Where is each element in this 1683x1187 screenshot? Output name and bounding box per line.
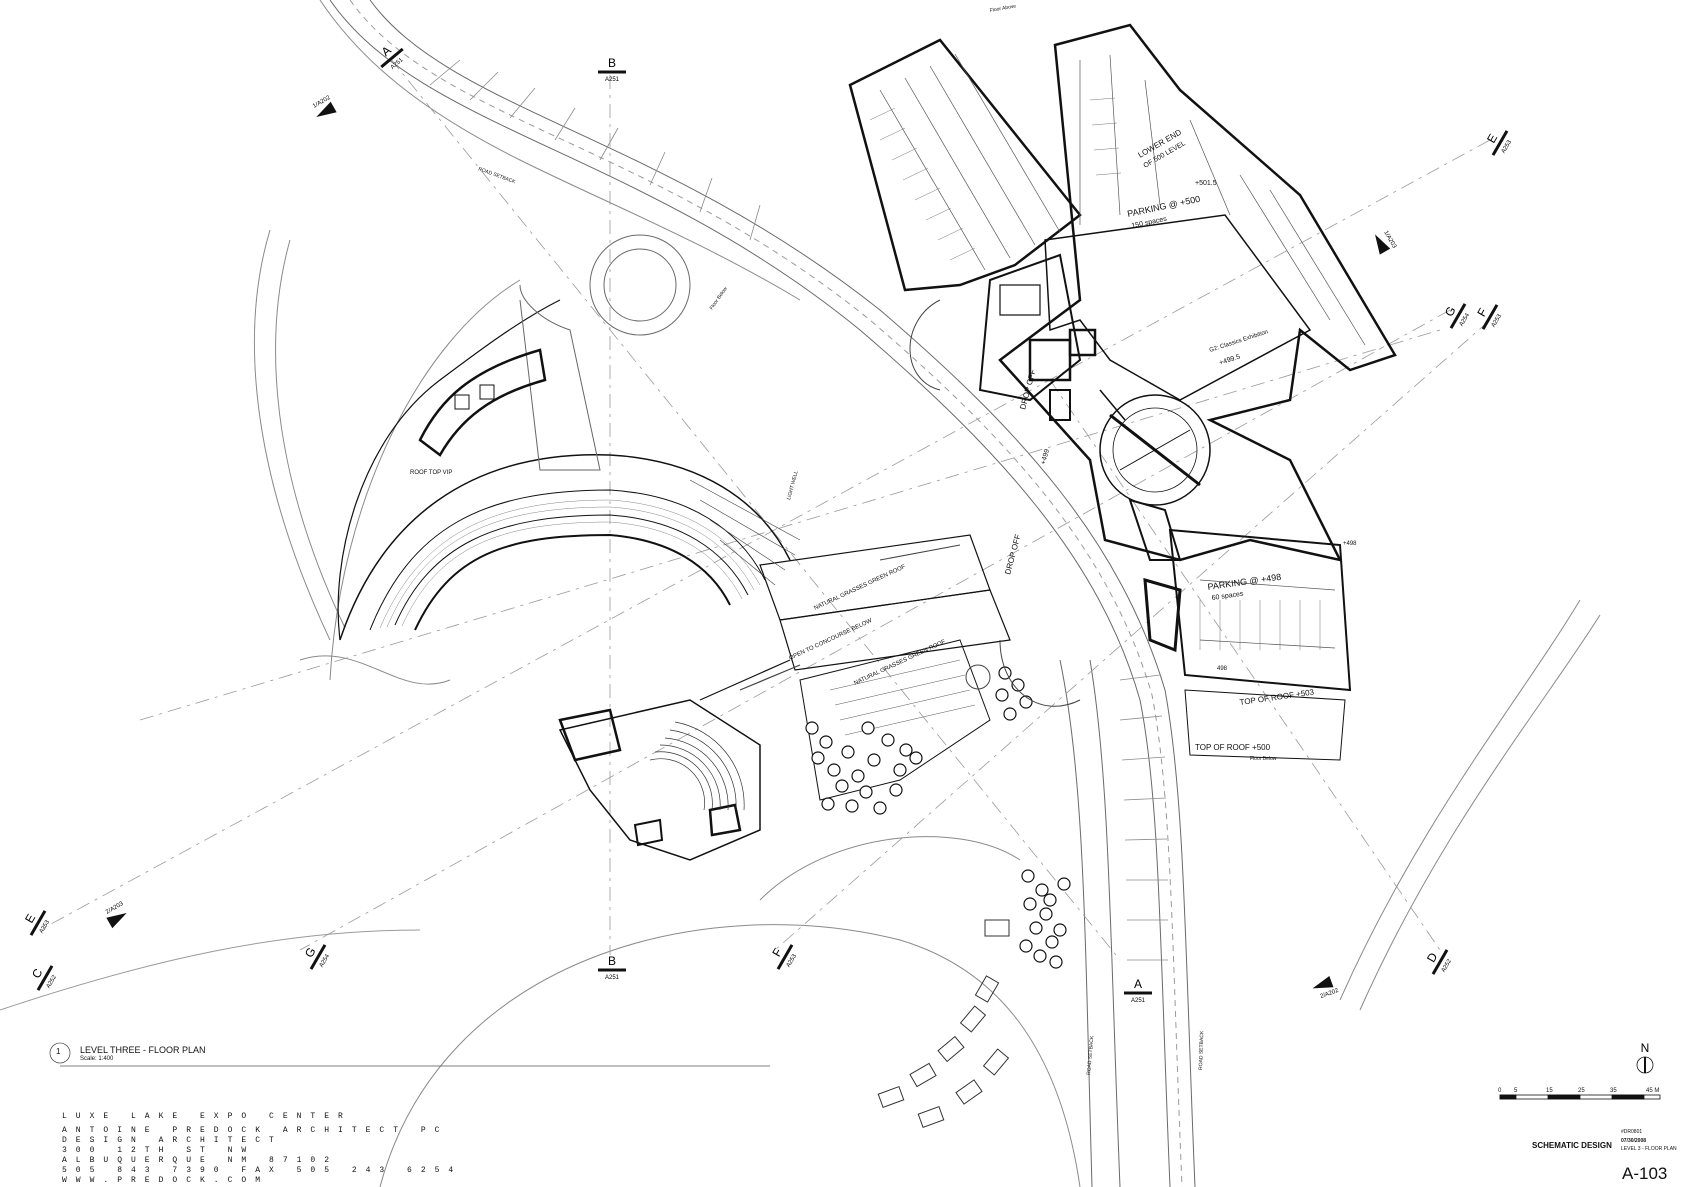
svg-text:2/A202: 2/A202 bbox=[1320, 988, 1341, 1000]
svg-text:E: E bbox=[1484, 132, 1500, 146]
svg-text:A251: A251 bbox=[605, 975, 620, 981]
drawing-title: LEVEL THREE - FLOOR PLAN bbox=[80, 1045, 206, 1055]
label-road-setback-2: ROAD SETBACK bbox=[1086, 1035, 1095, 1075]
svg-text:15: 15 bbox=[1546, 1088, 1553, 1094]
sheet-number: A-103 bbox=[1622, 1164, 1668, 1183]
section-marker-b-bottom: B A251 bbox=[598, 954, 626, 981]
drawing-number: 1 bbox=[56, 1047, 61, 1056]
section-marker-f-left: F A253 bbox=[769, 944, 798, 970]
scale-bar bbox=[1499, 1094, 1661, 1100]
job-number: #DR0801 bbox=[1621, 1129, 1643, 1135]
svg-text:A251: A251 bbox=[1131, 998, 1146, 1004]
svg-text:B: B bbox=[608, 56, 616, 70]
section-marker-g-left: G A254 bbox=[302, 944, 331, 970]
label-drop-off-2: DROP OFF bbox=[1003, 533, 1022, 575]
svg-text:45 M: 45 M bbox=[1646, 1088, 1659, 1094]
label-classics-exhibition: G2: Classics Exhibition bbox=[1209, 329, 1269, 354]
label-light-well: LIGHT WELL bbox=[786, 470, 800, 500]
scale-bar-ticks: 0 5 15 25 35 45 M bbox=[1498, 1088, 1659, 1094]
svg-text:2/A203: 2/A203 bbox=[105, 901, 125, 916]
north-arrow: N bbox=[1636, 1041, 1654, 1074]
label-elev-498: +498 bbox=[1343, 541, 1357, 547]
sheet-description: LEVEL 3 - FLOOR PLAN bbox=[1621, 1146, 1677, 1152]
stadium-crescent bbox=[337, 284, 801, 641]
label-floor-below-2: Floor Below bbox=[1250, 756, 1277, 762]
terrace-blocks bbox=[877, 919, 1010, 1128]
svg-text:25: 25 bbox=[1578, 1088, 1585, 1094]
office-block: LUXE LAKE EXPO CENTER ANTOINE PREDOCK AR… bbox=[62, 1112, 462, 1186]
section-marker-g-right: G A254 bbox=[1442, 303, 1471, 329]
drawing-scale: Scale: 1:400 bbox=[80, 1056, 114, 1062]
label-parking-top-count: 150 spaces bbox=[1131, 216, 1168, 230]
office-phone: 505 843 7390 FAX 505 243 6254 bbox=[62, 1166, 463, 1175]
label-elev-499-5: +499.5 bbox=[1218, 354, 1241, 367]
north-arrow-label: N bbox=[1641, 1041, 1650, 1055]
section-marker-e-left: E A253 bbox=[22, 910, 51, 936]
label-top-of-roof-1: TOP OF ROOF +503 bbox=[1239, 688, 1315, 707]
office-web: WWW.PREDOCK.COM bbox=[62, 1176, 270, 1185]
office-city: ALBUQUERQUE NM 87102 bbox=[62, 1156, 339, 1165]
label-drop-off-1: DROP OFF bbox=[1018, 368, 1037, 410]
building-core bbox=[978, 253, 1211, 653]
status-label: SCHEMATIC DESIGN bbox=[1532, 1141, 1612, 1150]
label-road-setback-3: ROAD SETBACK bbox=[1198, 1030, 1205, 1070]
amphitheater bbox=[558, 699, 761, 861]
parking-structure bbox=[848, 23, 1397, 650]
plaza-features bbox=[909, 299, 1081, 707]
drawing-date: 07/30/2008 bbox=[1621, 1138, 1647, 1144]
label-elev-499: +499 bbox=[1040, 448, 1051, 465]
svg-text:A251: A251 bbox=[605, 77, 620, 83]
svg-text:E: E bbox=[22, 912, 38, 926]
svg-text:35: 35 bbox=[1610, 1088, 1617, 1094]
label-roof-top-vip: ROOF TOP VIP bbox=[410, 470, 452, 476]
svg-text:A: A bbox=[1134, 977, 1142, 991]
label-elev-498b: 498 bbox=[1217, 666, 1228, 672]
section-marker-f-right: F A253 bbox=[1474, 304, 1503, 330]
section-marker-e-right: E A253 bbox=[1484, 130, 1513, 156]
section-marker-c: C A252 bbox=[29, 965, 58, 991]
section-lines bbox=[39, 57, 1491, 961]
label-floor-above: Floor Above bbox=[989, 3, 1017, 14]
label-road-setback-1: ROAD SETBACK bbox=[477, 166, 516, 185]
concourse-bridge bbox=[699, 534, 1011, 701]
elevation-arrow-left: 2/A203 bbox=[105, 901, 127, 929]
svg-text:0: 0 bbox=[1498, 1088, 1502, 1094]
plan-labels: PARKING @ +500 150 spaces PARKING @ +498… bbox=[410, 3, 1357, 1075]
label-natural-grasses-1: NATURAL GRASSES GREEN ROOF bbox=[813, 564, 906, 612]
office-address: 300 12TH ST NW bbox=[62, 1146, 256, 1155]
label-floor-below-1: Floor Below bbox=[709, 286, 729, 311]
label-open-concourse: OPEN TO CONCOURSE BELOW bbox=[788, 618, 873, 662]
green-roof bbox=[799, 639, 991, 801]
tree-clusters bbox=[805, 666, 1071, 969]
elevation-arrow-top-left: 1/A202 bbox=[312, 95, 337, 117]
elevation-arrow-right: 1/A203 bbox=[1375, 230, 1397, 255]
label-parking-right: PARKING @ +498 bbox=[1207, 572, 1282, 592]
svg-text:F: F bbox=[1474, 306, 1490, 319]
svg-text:B: B bbox=[608, 954, 616, 968]
office-project: LUXE LAKE EXPO CENTER bbox=[62, 1112, 352, 1121]
road-parking-stalls bbox=[429, 59, 1168, 961]
section-marker-a-bottom: A A251 bbox=[1124, 977, 1152, 1004]
title-block-frame bbox=[49, 1042, 770, 1067]
label-top-of-roof-2: TOP OF ROOF +500 bbox=[1195, 743, 1271, 752]
office-role: DESIGN ARCHITECT bbox=[62, 1136, 283, 1145]
parking-lower-right bbox=[1168, 528, 1352, 761]
label-elev-501-5: +501.5 bbox=[1195, 180, 1217, 187]
label-parking-right-count: 60 spaces bbox=[1211, 591, 1244, 602]
road-network bbox=[0, 0, 1601, 1187]
elevation-arrow-bottom-right: 2/A202 bbox=[1312, 975, 1341, 1000]
section-marker-b-top: B A251 bbox=[598, 56, 626, 83]
svg-text:5: 5 bbox=[1514, 1088, 1518, 1094]
office-architect: ANTOINE PREDOCK ARCHITECT PC bbox=[62, 1126, 449, 1135]
